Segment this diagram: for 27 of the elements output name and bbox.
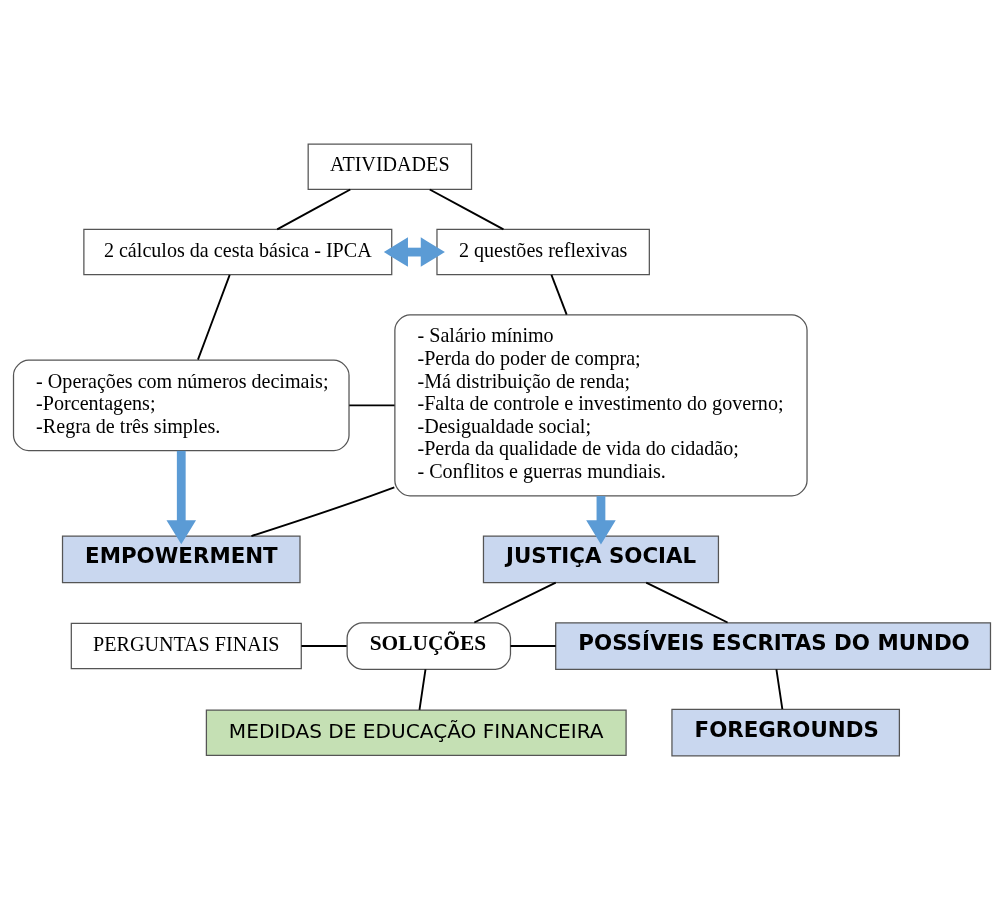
arrow: [166, 450, 197, 545]
connector: [348, 404, 396, 407]
node-box: 2 questões reflexivas: [436, 228, 650, 276]
connector: [509, 645, 557, 647]
connector: [418, 668, 427, 711]
node-box: 2 cálculos da cesta básica - IPCA: [83, 228, 393, 276]
node-box: - Salário mínimo -Perda do poder de compra; -Má distribuição de renda; -Falta de controle e investimento do governo; -Desigualdade social; -Perda da qualidade de vida do cidadão; - Conflitos e guerras mundiais.: [394, 314, 808, 497]
node-box: - Operações com números decimais; -Porcentagens; -Regra de três simples.: [12, 359, 350, 452]
connector: [550, 274, 568, 316]
node-box: POSSÍVEIS ESCRITAS DO MUNDO: [555, 622, 992, 670]
node-box: FOREGROUNDS: [671, 708, 900, 757]
connector: [276, 188, 352, 231]
connector: [428, 188, 505, 231]
node-box: MEDIDAS DE EDUCAÇÃO FINANCEIRA: [205, 709, 627, 756]
connector: [775, 668, 784, 711]
node-box: JUSTIÇA SOCIAL: [482, 535, 720, 584]
connector: [645, 581, 729, 624]
node-box: EMPOWERMENT: [61, 535, 301, 584]
connector: [197, 274, 231, 361]
node-box: SOLUÇÕES: [346, 622, 512, 670]
node-box: ATIVIDADES: [307, 143, 473, 190]
arrow: [383, 237, 445, 267]
arrow: [586, 496, 616, 545]
connector: [473, 581, 557, 624]
connector: [250, 486, 396, 537]
connector: [300, 645, 348, 647]
node-box: PERGUNTAS FINAIS: [70, 622, 302, 670]
